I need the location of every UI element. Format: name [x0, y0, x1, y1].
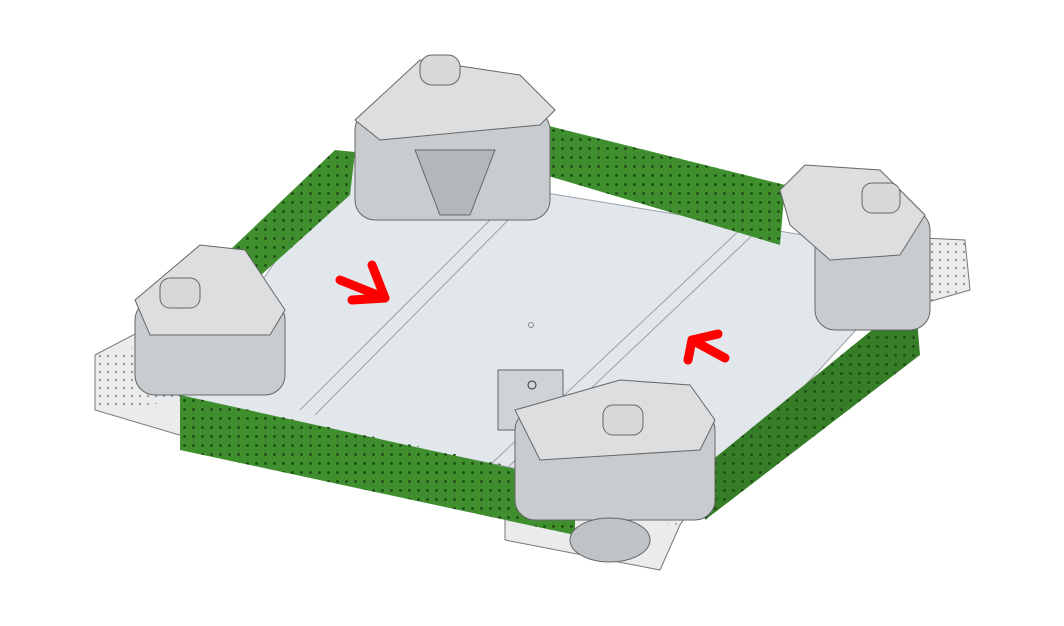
module-right [779, 164, 931, 331]
module-left [134, 244, 286, 396]
module-back [354, 54, 556, 221]
module-front [497, 369, 716, 563]
arrow-annotation-icon [335, 260, 390, 305]
arrow-annotation-icon [683, 329, 730, 365]
frame-beams [180, 125, 920, 535]
